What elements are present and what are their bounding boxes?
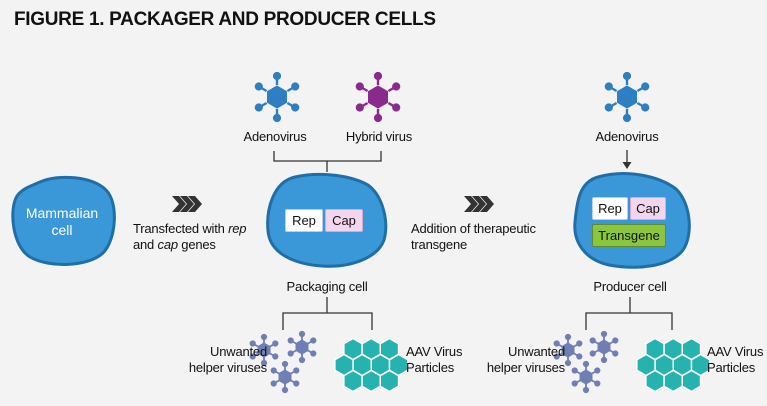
mammalian-cell-label: Mammalian cell xyxy=(25,205,99,238)
packaging-output-connector xyxy=(282,297,373,330)
aav-particles-packaging-icon xyxy=(334,337,409,393)
packaging-connector xyxy=(273,151,382,172)
hybrid-virus-icon xyxy=(355,71,401,123)
helper-virus-icon xyxy=(287,330,317,364)
packaging-cell-label: Packaging cell xyxy=(286,279,368,294)
producer-cap-gene-box: Cap xyxy=(630,197,666,220)
producer-cell xyxy=(573,172,691,269)
producer-aav-particles-label: AAV Virus Particles xyxy=(707,344,764,375)
producer-rep-gene-box: Rep xyxy=(592,197,628,220)
arrow-icon-step1 xyxy=(172,196,202,212)
producer-unwanted-helper-viruses-label: Unwanted helper viruses xyxy=(486,344,565,375)
aav-particles-producer-icon xyxy=(636,337,711,393)
adenovirus-icon xyxy=(253,71,300,123)
unwanted-helper-viruses-label: Unwanted helper viruses xyxy=(188,344,267,375)
hybrid-virus-label: Hybrid virus xyxy=(345,129,413,144)
producer-down-arrow xyxy=(622,150,632,169)
helper-virus-icon xyxy=(589,330,619,364)
step1-text: Transfected with rep and cap genes xyxy=(133,221,247,252)
aav-particles-label: AAV Virus Particles xyxy=(406,344,463,375)
helper-virus-icon xyxy=(571,360,601,394)
rep-gene-box: Rep xyxy=(285,209,323,232)
adenovirus-icon-producer xyxy=(604,71,650,123)
transgene-box: Transgene xyxy=(592,224,666,247)
producer-adenovirus-label: Adenovirus xyxy=(595,129,659,144)
figure-title: FIGURE 1. PACKAGER AND PRODUCER CELLS xyxy=(14,9,436,30)
helper-virus-icon xyxy=(270,360,300,394)
step2-text: Addition of therapeutic transgene xyxy=(411,221,536,252)
mammalian-cell xyxy=(11,175,116,266)
producer-cell-label: Producer cell xyxy=(593,279,667,294)
cap-gene-box: Cap xyxy=(325,209,363,232)
arrow-icon-step2 xyxy=(464,196,494,212)
producer-output-connector xyxy=(585,297,673,330)
adenovirus-label: Adenovirus xyxy=(243,129,307,144)
